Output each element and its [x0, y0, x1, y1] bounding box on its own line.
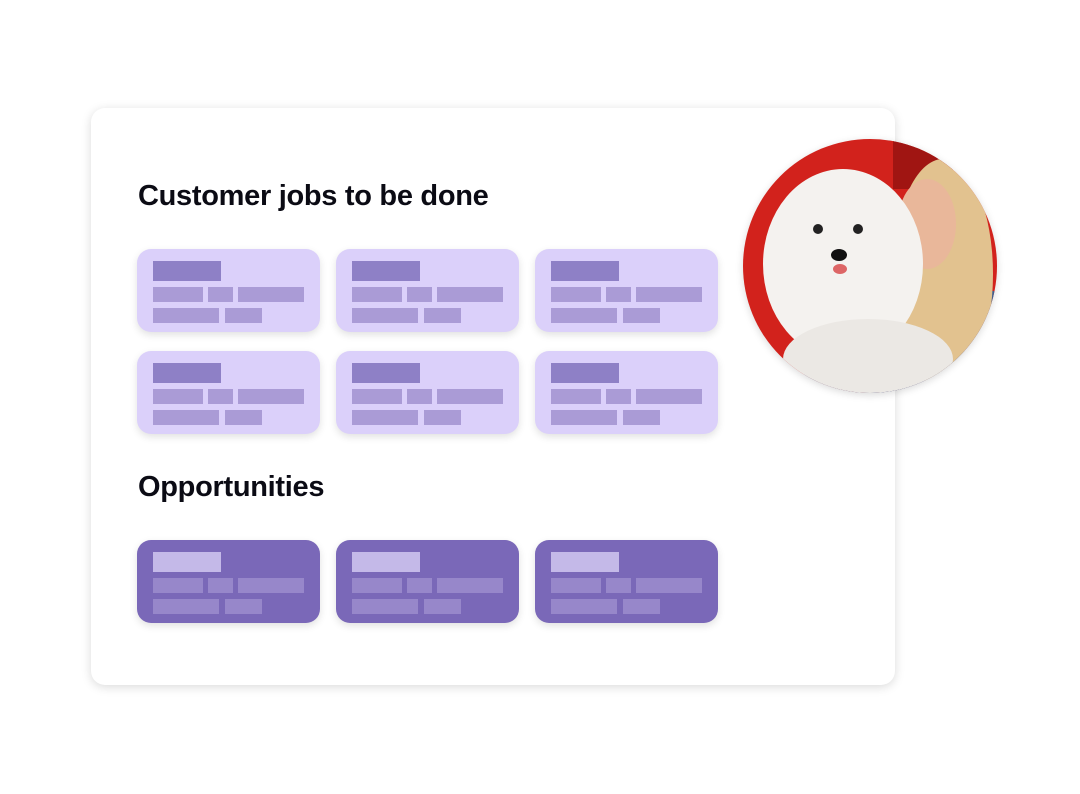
placeholder-line	[424, 410, 461, 425]
placeholder-title	[352, 552, 420, 572]
job-card[interactable]	[336, 249, 519, 332]
placeholder-line	[153, 287, 203, 302]
placeholder-line	[437, 578, 503, 593]
placeholder-line	[551, 410, 617, 425]
opportunity-card[interactable]	[535, 540, 718, 623]
placeholder-line	[551, 578, 601, 593]
placeholder-line	[623, 308, 660, 323]
job-card[interactable]	[137, 249, 320, 332]
job-card[interactable]	[336, 351, 519, 434]
placeholder-line	[225, 599, 262, 614]
placeholder-line	[606, 287, 631, 302]
placeholder-line	[238, 389, 304, 404]
placeholder-line	[407, 389, 432, 404]
placeholder-line	[208, 578, 233, 593]
placeholder-line	[606, 389, 631, 404]
placeholder-line	[437, 287, 503, 302]
placeholder-line	[551, 599, 617, 614]
placeholder-line	[352, 287, 402, 302]
placeholder-line	[153, 578, 203, 593]
placeholder-line	[437, 389, 503, 404]
placeholder-line	[407, 287, 432, 302]
placeholder-line	[153, 389, 203, 404]
placeholder-line	[636, 287, 702, 302]
person-with-dog-photo	[743, 139, 997, 393]
placeholder-line	[551, 308, 617, 323]
jobs-section-title: Customer jobs to be done	[138, 180, 489, 212]
placeholder-line	[606, 578, 631, 593]
placeholder-title	[153, 261, 221, 281]
placeholder-title	[352, 261, 420, 281]
placeholder-line	[153, 599, 219, 614]
placeholder-line	[424, 308, 461, 323]
opportunity-card[interactable]	[137, 540, 320, 623]
placeholder-line	[636, 578, 702, 593]
placeholder-line	[407, 578, 432, 593]
placeholder-line	[636, 389, 702, 404]
placeholder-line	[623, 599, 660, 614]
placeholder-line	[623, 410, 660, 425]
placeholder-line	[551, 287, 601, 302]
placeholder-title	[153, 363, 221, 383]
opportunities-section-title: Opportunities	[138, 471, 325, 503]
placeholder-title	[551, 261, 619, 281]
placeholder-line	[225, 410, 262, 425]
placeholder-line	[238, 578, 304, 593]
placeholder-line	[352, 308, 418, 323]
placeholder-line	[424, 599, 461, 614]
job-card[interactable]	[535, 351, 718, 434]
placeholder-line	[238, 287, 304, 302]
placeholder-title	[352, 363, 420, 383]
placeholder-title	[551, 363, 619, 383]
placeholder-line	[153, 410, 219, 425]
placeholder-line	[225, 308, 262, 323]
job-card[interactable]	[535, 249, 718, 332]
placeholder-title	[551, 552, 619, 572]
placeholder-line	[208, 287, 233, 302]
placeholder-title	[153, 552, 221, 572]
placeholder-line	[352, 410, 418, 425]
opportunity-card[interactable]	[336, 540, 519, 623]
placeholder-line	[352, 389, 402, 404]
placeholder-line	[352, 599, 418, 614]
placeholder-line	[208, 389, 233, 404]
placeholder-line	[352, 578, 402, 593]
job-card[interactable]	[137, 351, 320, 434]
placeholder-line	[551, 389, 601, 404]
placeholder-line	[153, 308, 219, 323]
